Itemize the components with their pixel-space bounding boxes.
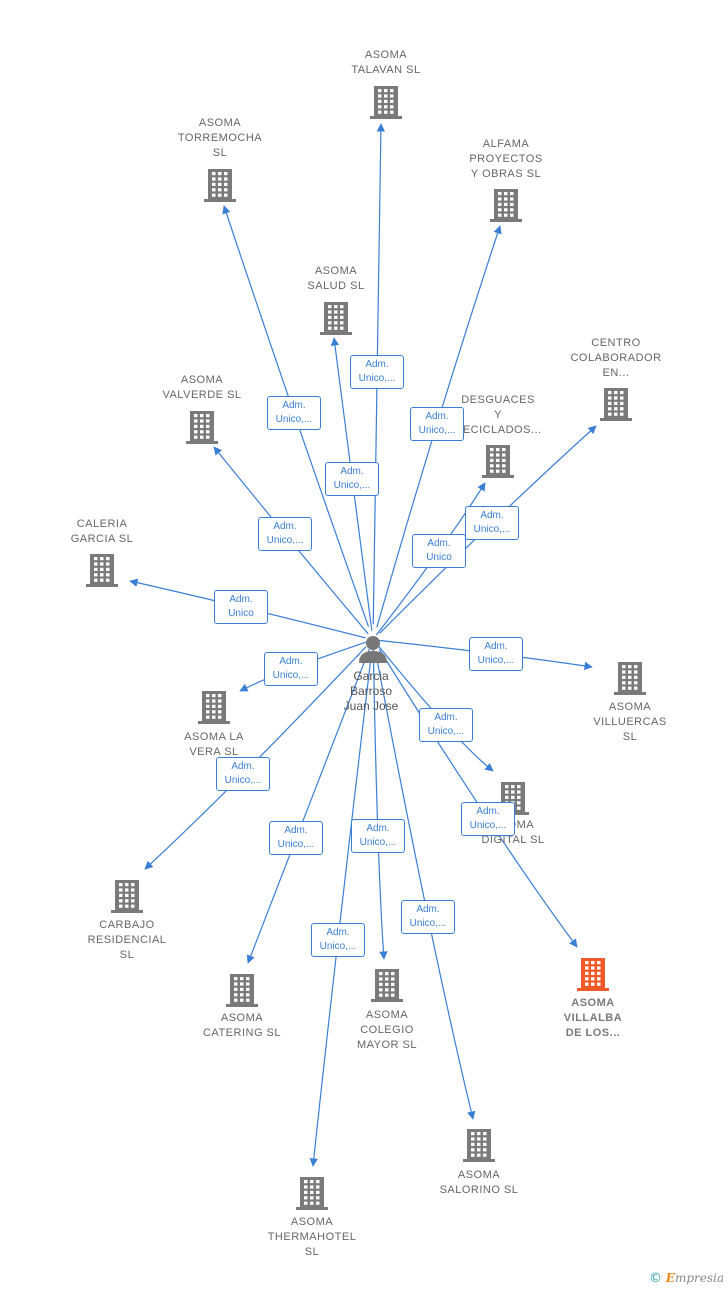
edge-role-label[interactable]: Adm. Unico,... <box>419 708 473 742</box>
building-icon[interactable] <box>111 880 143 913</box>
brand-name: mpresia <box>674 1271 724 1285</box>
person-icon[interactable] <box>359 636 387 663</box>
copyright-icon: © <box>648 1271 662 1286</box>
building-icon[interactable] <box>370 86 402 119</box>
edge-role-label[interactable]: Adm. Unico,... <box>351 819 405 853</box>
building-icon[interactable] <box>296 1177 328 1210</box>
company-label[interactable]: DESGUACES Y RECICLADOS... <box>454 394 542 436</box>
edge-role-label[interactable]: Adm. Unico,... <box>465 506 519 540</box>
edge-role-label[interactable]: Adm. Unico,... <box>469 637 523 671</box>
company-label[interactable]: ASOMA LA VERA SL <box>184 731 244 758</box>
edge-role-label[interactable]: Adm. Unico,... <box>410 407 464 441</box>
company-label[interactable]: CENTRO COLABORADOR EN... <box>570 337 662 379</box>
edge-role-label[interactable]: Adm. Unico <box>214 590 268 624</box>
brand-initial: E <box>665 1271 675 1285</box>
company-label[interactable]: ASOMA CATERING SL <box>202 1012 282 1039</box>
building-icon[interactable] <box>204 169 236 202</box>
watermark: © Empresia <box>649 1271 724 1286</box>
person-name[interactable]: Garcia Barroso Juan Jose <box>343 669 399 713</box>
edge-role-label[interactable]: Adm. Unico,... <box>350 355 404 389</box>
company-label[interactable]: ASOMA VILLALBA DE LOS... <box>563 997 623 1039</box>
building-icon[interactable] <box>490 189 522 222</box>
company-label[interactable]: ASOMA TORREMOCHA SL <box>177 117 263 159</box>
company-label[interactable]: ASOMA VILLUERCAS SL <box>593 701 667 743</box>
edge-role-label[interactable]: Adm. Unico,... <box>269 821 323 855</box>
icons-layer <box>86 86 646 1210</box>
company-label[interactable]: ASOMA TALAVAN SL <box>351 49 421 76</box>
edge-role-label[interactable]: Adm. Unico <box>412 534 466 568</box>
company-label[interactable]: ASOMA VALVERDE SL <box>162 374 242 401</box>
edge-role-label[interactable]: Adm. Unico,... <box>325 462 379 496</box>
building-icon[interactable] <box>226 974 258 1007</box>
edge-role-label[interactable]: Adm. Unico,... <box>258 517 312 551</box>
building-icon[interactable] <box>463 1129 495 1162</box>
edge-role-label[interactable]: Adm. Unico,... <box>461 802 515 836</box>
company-label[interactable]: CALERIA GARCIA SL <box>70 518 134 545</box>
company-label[interactable]: ALFAMA PROYECTOS Y OBRAS SL <box>469 138 543 180</box>
building-icon[interactable] <box>198 691 230 724</box>
building-icon[interactable] <box>371 969 403 1002</box>
edge-line <box>309 655 372 1167</box>
edge-role-label[interactable]: Adm. Unico,... <box>264 652 318 686</box>
edge-role-label[interactable]: Adm. Unico,... <box>267 396 321 430</box>
building-icon[interactable] <box>482 445 514 478</box>
company-label[interactable]: CARBAJO RESIDENCIAL SL <box>87 919 167 961</box>
company-label[interactable]: ASOMA SALUD SL <box>307 265 365 292</box>
edge-role-label[interactable]: Adm. Unico,... <box>216 757 270 791</box>
building-icon[interactable] <box>320 302 352 335</box>
company-label[interactable]: ASOMA COLEGIO MAYOR SL <box>356 1009 418 1051</box>
company-label[interactable]: ASOMA SALORINO SL <box>439 1169 519 1196</box>
edge-role-label[interactable]: Adm. Unico,... <box>401 900 455 934</box>
company-label[interactable]: ASOMA THERMAHOTEL SL <box>267 1216 357 1258</box>
edge-role-label[interactable]: Adm. Unico,... <box>311 923 365 957</box>
building-icon[interactable] <box>614 662 646 695</box>
building-icon[interactable] <box>186 411 218 444</box>
building-icon[interactable] <box>600 388 632 421</box>
building-icon[interactable] <box>86 554 118 587</box>
building-icon[interactable] <box>577 958 609 991</box>
